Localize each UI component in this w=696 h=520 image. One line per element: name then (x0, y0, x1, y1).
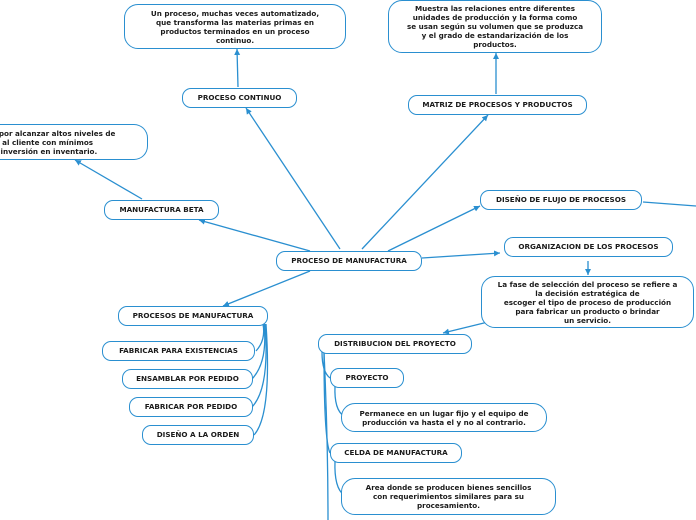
proceso-continuo-node[interactable]: PROCESO CONTINUO (182, 88, 297, 108)
link-proceso-continuo-desc (234, 48, 241, 88)
fabricar-pedido-node[interactable]: FABRICAR POR PEDIDO (129, 397, 253, 417)
central-node[interactable]: PROCESO DE MANUFACTURA (276, 251, 422, 271)
diseno-orden-node[interactable]: DISEÑO A LA ORDEN (142, 425, 254, 445)
celda-desc-text: Area donde se producen bienes sencillos … (365, 483, 532, 510)
organizacion-desc-node[interactable]: La fase de selección del proceso se refi… (481, 276, 694, 328)
procesos-manufactura-node[interactable]: PROCESOS DE MANUFACTURA (118, 306, 268, 326)
matriz-label: MATRIZ DE PROCESOS Y PRODUCTOS (422, 99, 573, 109)
link-dist-proyecto (321, 351, 331, 379)
organizacion-label: ORGANIZACION DE LOS PROCESOS (518, 241, 659, 251)
fabricar-existencias-label: FABRICAR PARA EXISTENCIAS (119, 345, 238, 355)
link-central-matriz (361, 114, 489, 250)
proyecto-desc-node[interactable]: Permanece en un lugar fijo y el equipo d… (341, 403, 547, 432)
link-organizacion-distribucion (442, 321, 489, 335)
procesos-manufactura-label: PROCESOS DE MANUFACTURA (132, 310, 254, 320)
link-diseno-flujo-offscreen (642, 201, 696, 207)
distribucion-node[interactable]: DISTRIBUCION DEL PROYECTO (318, 334, 472, 354)
link-beta-desc (74, 159, 143, 200)
link-pm-diseno (253, 323, 269, 436)
celda-node[interactable]: CELDA DE MANUFACTURA (330, 443, 462, 463)
manufactura-beta-desc-text: to por alcanzar altos niveles de ios al … (0, 128, 116, 156)
manufactura-beta-label: MANUFACTURA BETA (119, 204, 204, 214)
manufactura-beta-desc-node[interactable]: to por alcanzar altos niveles de ios al … (0, 124, 148, 160)
link-central-procesos-manufactura (222, 270, 311, 307)
matriz-desc-text: Muestra las relaciones entre diferentes … (406, 4, 584, 49)
diseno-flujo-node[interactable]: DISEÑO DE FLUJO DE PROCESOS (480, 190, 642, 210)
link-central-diseno-flujo (387, 205, 481, 252)
diseno-orden-label: DISEÑO A LA ORDEN (156, 429, 240, 439)
link-central-proceso-continuo (245, 107, 341, 250)
organizacion-node[interactable]: ORGANIZACION DE LOS PROCESOS (504, 237, 673, 257)
link-pm-existencias (255, 323, 265, 352)
celda-desc-node[interactable]: Area donde se producen bienes sencillos … (341, 478, 556, 515)
proyecto-label: PROYECTO (345, 372, 389, 382)
organizacion-desc-text: La fase de selección del proceso se refi… (497, 279, 678, 325)
manufactura-beta-node[interactable]: MANUFACTURA BETA (104, 200, 219, 220)
proceso-continuo-desc-text: Un proceso, muchas veces automatizado, q… (150, 8, 320, 45)
diseno-flujo-label: DISEÑO DE FLUJO DE PROCESOS (495, 194, 627, 204)
link-dist-trunk (323, 351, 329, 520)
ensamblar-pedido-node[interactable]: ENSAMBLAR POR PEDIDO (122, 369, 253, 389)
link-dist-celda (323, 351, 331, 454)
proceso-continuo-desc-node[interactable]: Un proceso, muchas veces automatizado, q… (124, 4, 346, 49)
fabricar-pedido-label: FABRICAR POR PEDIDO (144, 401, 238, 411)
link-pm-ensamblar (251, 323, 266, 380)
matriz-desc-node[interactable]: Muestra las relaciones entre diferentes … (388, 0, 602, 53)
ensamblar-pedido-label: ENSAMBLAR POR PEDIDO (136, 373, 239, 383)
celda-label: CELDA DE MANUFACTURA (344, 447, 448, 457)
fabricar-existencias-node[interactable]: FABRICAR PARA EXISTENCIAS (102, 341, 255, 361)
link-central-organizacion (421, 250, 501, 259)
proceso-continuo-label: PROCESO CONTINUO (197, 92, 282, 102)
matriz-node[interactable]: MATRIZ DE PROCESOS Y PRODUCTOS (408, 95, 587, 115)
central-node-label: PROCESO DE MANUFACTURA (291, 255, 407, 265)
proyecto-node[interactable]: PROYECTO (330, 368, 404, 388)
link-central-manufactura-beta (198, 218, 311, 252)
proyecto-desc-text: Permanece en un lugar fijo y el equipo d… (359, 408, 529, 427)
link-pm-fabricar (251, 323, 267, 408)
distribucion-label: DISTRIBUCION DEL PROYECTO (334, 338, 456, 348)
